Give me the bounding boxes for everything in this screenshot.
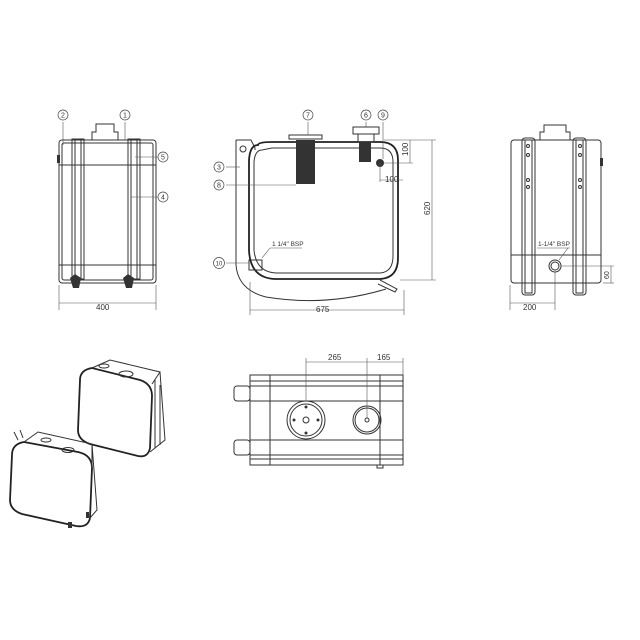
svg-text:10: 10 bbox=[216, 262, 223, 268]
callout-3: 3 bbox=[213, 161, 225, 173]
callout-10: 10 bbox=[213, 257, 225, 269]
top-view: 265 165 bbox=[233, 353, 404, 469]
dim-filler-offset-v: 100 bbox=[401, 142, 410, 156]
dim-front-width: 400 bbox=[96, 303, 110, 312]
callout-5: 5 bbox=[157, 151, 169, 163]
dim-rear-port: 1-1/4" BSP bbox=[538, 241, 570, 248]
callout-1: 1 bbox=[119, 109, 131, 121]
svg-text:3: 3 bbox=[217, 165, 221, 172]
dim-side-port: 1 1/4" BSP bbox=[272, 241, 304, 248]
callout-9: 9 bbox=[377, 109, 389, 121]
svg-text:8: 8 bbox=[217, 183, 221, 190]
callout-2: 2 bbox=[57, 109, 69, 121]
dim-side-width: 675 bbox=[316, 305, 330, 314]
dim-rear-port-height: 60 bbox=[604, 271, 611, 279]
rear-view: 1-1/4" BSP 60 200 bbox=[509, 124, 614, 312]
callout-6: 6 bbox=[360, 109, 372, 121]
dim-rear-port-offset: 200 bbox=[523, 303, 537, 312]
svg-text:9: 9 bbox=[381, 113, 385, 120]
isometric-view-back bbox=[77, 359, 166, 458]
dim-top-dist-2: 165 bbox=[377, 353, 391, 362]
dim-filler-offset-h: 100 bbox=[385, 175, 399, 184]
side-view: 1 1/4" BSP 100 100 620 675 bbox=[226, 122, 436, 315]
svg-text:4: 4 bbox=[161, 195, 165, 202]
svg-text:6: 6 bbox=[364, 113, 368, 120]
svg-text:2: 2 bbox=[61, 113, 65, 120]
callout-4: 4 bbox=[157, 191, 169, 203]
front-view: 400 bbox=[57, 122, 158, 312]
svg-text:5: 5 bbox=[161, 155, 165, 162]
dim-top-dist-1: 265 bbox=[328, 353, 342, 362]
isometric-view-front bbox=[9, 429, 98, 528]
svg-text:7: 7 bbox=[306, 113, 310, 120]
callout-7: 7 bbox=[302, 109, 314, 121]
svg-text:1: 1 bbox=[123, 113, 127, 120]
callout-8: 8 bbox=[213, 179, 225, 191]
dim-side-height: 620 bbox=[423, 201, 432, 215]
